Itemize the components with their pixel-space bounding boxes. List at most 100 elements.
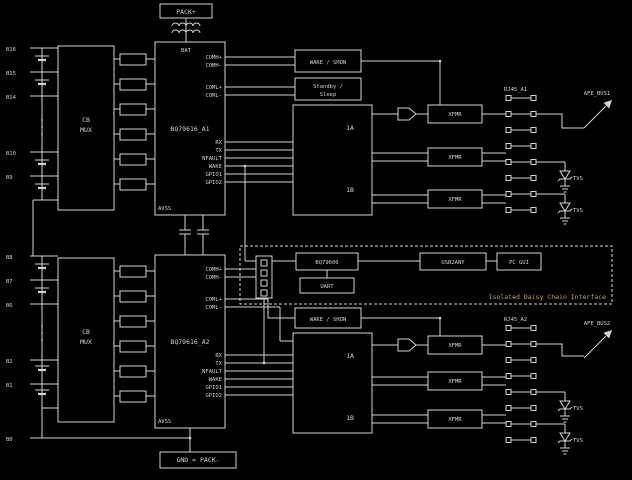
pin-row (505, 405, 537, 411)
filter-block (119, 340, 147, 353)
pin-label-comln: COML- (205, 305, 222, 311)
arrow-head-icon (603, 330, 612, 339)
pin-label: TX (215, 361, 222, 367)
pin-label-bat: BAT (181, 48, 192, 54)
filter-block (119, 53, 147, 66)
pin-row (505, 389, 537, 395)
tvs-diode-icon (557, 423, 573, 455)
ic-a1-box (154, 41, 226, 216)
tvs-protection-a2: TVS TVS (557, 391, 583, 455)
xfmr-box (427, 409, 483, 429)
arrow-shaft (583, 335, 607, 359)
pin-row (505, 341, 537, 347)
xfmr-label: XFMR (448, 112, 462, 118)
cb-mux-label: CB (82, 328, 90, 336)
pin-row (505, 437, 537, 443)
cell-label: B10 (6, 151, 16, 157)
pin-label: RX (215, 353, 222, 359)
cell-label: B1 (6, 383, 13, 389)
tvs-label: TVS (573, 438, 583, 444)
xfmr-label: XFMR (448, 379, 462, 385)
channel-a-label: 1A (346, 352, 354, 360)
pin-label: NFAULT (202, 369, 223, 375)
ellipsis-dots (41, 325, 43, 341)
ic-a2: BQ79616_A2 AVSS COMH+ COMH- COML+ COML- … (154, 254, 226, 429)
pin-row (505, 159, 537, 165)
arrow-shaft (583, 105, 607, 129)
pin-label-comhn: COMH- (205, 63, 222, 69)
xcvr-box-a1 (292, 104, 373, 216)
wake-circuit-a2: WAKE / SHDN (294, 307, 362, 329)
xfmr-box (427, 104, 483, 124)
xfmr-label: XFMR (448, 197, 462, 203)
pin-label-comhn: COMH- (205, 275, 222, 281)
xfmr-label: XFMR (448, 343, 462, 349)
pin-row (505, 143, 537, 149)
xfmr-box (427, 335, 483, 355)
standby-label-2: Sleep (320, 92, 337, 98)
pin-label: NFAULT (202, 156, 223, 162)
uart-label: UART (320, 284, 334, 290)
afe-bus-arrow-a2: AFE_BUS2 (583, 321, 612, 359)
wake-circuit-a1: WAKE / SHDN Standby / Sleep (294, 49, 362, 101)
filter-block (119, 365, 147, 378)
afe-bus-label: AFE_BUS2 (584, 321, 611, 327)
connector-out-wires-a2 (536, 343, 584, 425)
usb2any-label: USB2ANY (441, 260, 465, 266)
wake-box (294, 49, 362, 73)
connector-label: RJ45_A1 (504, 87, 527, 93)
pack-plus-source: PACK+ (159, 3, 213, 42)
tvs-label: TVS (573, 176, 583, 182)
net-flag-icon (397, 338, 417, 352)
filter-block (119, 290, 147, 303)
transformers-a1: XFMR XFMR XFMR (427, 104, 483, 209)
pack-minus-box (159, 451, 237, 469)
ic-a2-wires (225, 268, 441, 396)
xfmr-label: XFMR (448, 155, 462, 161)
connector-a2: RJ45_A2 (504, 317, 537, 443)
wake-box (294, 307, 362, 329)
cell-tap-wires (30, 47, 58, 256)
bridge-wires (272, 260, 497, 278)
junction-dot (438, 59, 442, 63)
bridge-dashed-outline (239, 245, 613, 305)
pin-label-comln: COML- (205, 93, 222, 99)
cb-mux-label: MUX (80, 338, 92, 346)
pin-label: GPIO1 (205, 385, 222, 391)
xfmr-box (427, 371, 483, 391)
channel-b-label: 1B (346, 414, 354, 422)
filter-block (119, 103, 147, 116)
cb-mux-a2: CB MUX (57, 257, 115, 423)
filters-a2 (114, 265, 155, 403)
pin-row (505, 111, 537, 117)
pack-plus-label: PACK+ (176, 8, 196, 16)
pin-label: TX (215, 148, 222, 154)
cell-label: B6 (6, 303, 13, 309)
filter-block (119, 315, 147, 328)
bridge-ic-label: BQ79600 (315, 260, 338, 266)
cell-label: B14 (6, 95, 17, 101)
ic-a2-label: BQ79616_A2 (170, 338, 209, 346)
xcvr-to-xfmr-wires-a1 (372, 113, 506, 204)
cb-mux-box (57, 45, 115, 211)
pin-label: GPIO1 (205, 172, 222, 178)
battery-stack-a2: B8 B7 B6 B2 B1 B0 (6, 255, 190, 443)
filter-block (119, 178, 147, 191)
pin-label-avss: AVSS (158, 419, 171, 425)
ic-a1-wires (225, 56, 441, 262)
pin-row (505, 127, 537, 133)
filter-wires (114, 270, 155, 397)
pin-label-comhp: COMH+ (205, 55, 222, 61)
cb-mux-label: CB (82, 116, 90, 124)
pin-label-avss: AVSS (158, 206, 171, 212)
filter-wires (114, 58, 155, 185)
tvs-diode-icon (557, 161, 573, 193)
cell-label: B8 (6, 255, 13, 261)
pin-row (505, 175, 537, 181)
pin-label: GPIO2 (205, 180, 222, 186)
afe-bus-label: AFE_BUS1 (584, 91, 611, 97)
tvs-diode-icon (557, 391, 573, 423)
cell-label: B15 (6, 71, 16, 77)
connector-a1: RJ45_A1 (504, 87, 537, 213)
